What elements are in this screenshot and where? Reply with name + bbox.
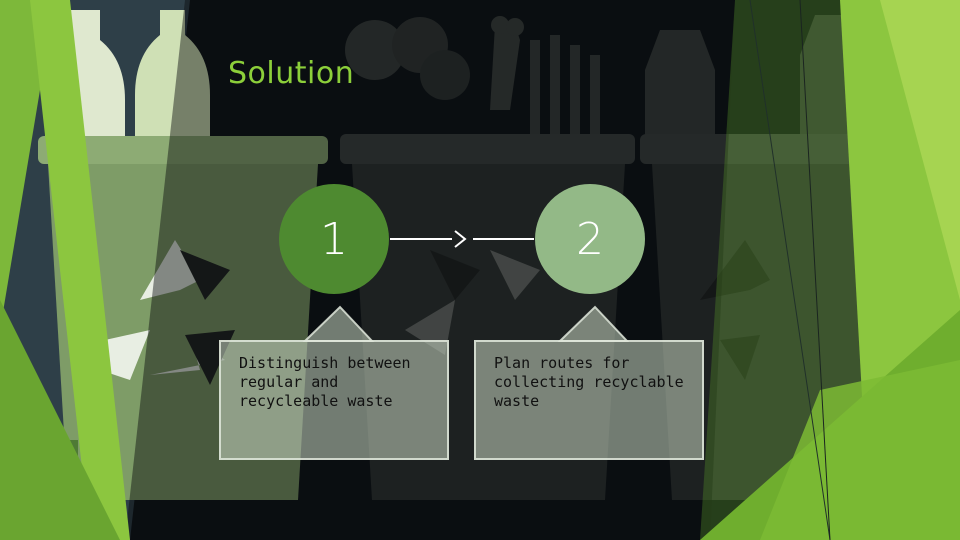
step-1-number: 1 xyxy=(320,213,348,265)
slide-title: Solution xyxy=(228,56,355,91)
step-2-badge: 2 xyxy=(535,184,645,294)
step-2-callout: Plan routes for collecting recyclable wa… xyxy=(474,340,704,460)
step-2-number: 2 xyxy=(576,213,604,265)
vegetable-icon xyxy=(345,17,470,100)
step-1-text: Distinguish between regular and recyclea… xyxy=(239,354,411,410)
step-2-text: Plan routes for collecting recyclable wa… xyxy=(494,354,684,410)
step-1-badge: 1 xyxy=(279,184,389,294)
step-1-callout: Distinguish between regular and recyclea… xyxy=(219,340,449,460)
chicken-leg-icon xyxy=(490,16,524,110)
asparagus-icon xyxy=(530,35,600,135)
